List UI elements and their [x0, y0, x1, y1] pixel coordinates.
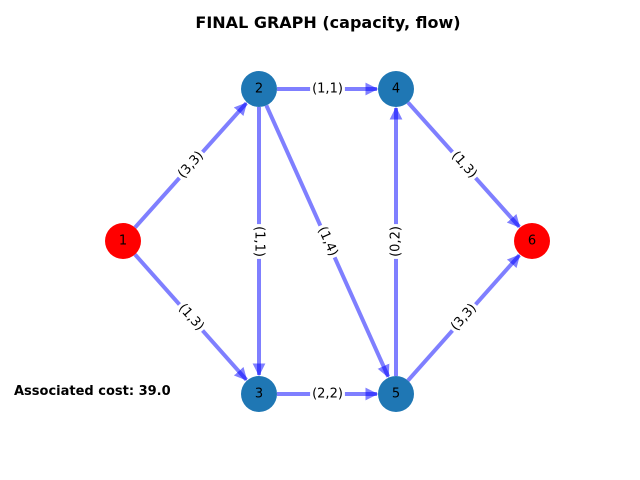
- edge-label-background: [173, 146, 209, 184]
- edge-label-group-2-3: (1,1): [250, 224, 268, 259]
- edge-label-2-3: (1,1): [252, 226, 267, 257]
- node-circle-5: [378, 376, 414, 412]
- edge-label-group-3-5: (2,2): [310, 385, 345, 403]
- graph-title: FINAL GRAPH (capacity, flow): [195, 13, 460, 32]
- node-4: 4: [378, 71, 414, 107]
- node-6: 6: [514, 223, 550, 259]
- node-circle-3: [241, 376, 277, 412]
- node-5: 5: [378, 376, 414, 412]
- edge-label-2-4: (1,1): [312, 82, 343, 97]
- node-circle-4: [378, 71, 414, 107]
- node-3: 3: [241, 376, 277, 412]
- edge-label-5-4: (0,2): [389, 226, 404, 257]
- edge-label-background: [312, 222, 343, 261]
- node-label-5: 5: [392, 387, 400, 402]
- edge-label-3-5: (2,2): [312, 387, 343, 402]
- edge-label-background: [446, 298, 482, 337]
- edge-label-group-2-5: (1,4): [312, 222, 343, 261]
- node-label-1: 1: [119, 234, 127, 249]
- node-circle-6: [514, 223, 550, 259]
- edge-label-group-5-4: (0,2): [387, 224, 405, 259]
- node-1: 1: [105, 223, 141, 259]
- node-label-3: 3: [255, 387, 263, 402]
- node-label-6: 6: [528, 234, 536, 249]
- edge-label-background: [446, 146, 482, 184]
- edge-label-background: [310, 80, 345, 98]
- edge-label-background: [173, 298, 209, 337]
- nodes-layer: 1 2 3 4 5 6: [105, 71, 550, 412]
- edge-labels-layer: (3,3)(1,3)(1,1)(1,1)(1,4)(2,2)(0,2)(1,3)…: [173, 80, 482, 403]
- node-label-2: 2: [255, 82, 263, 97]
- node-circle-1: [105, 223, 141, 259]
- node-2: 2: [241, 71, 277, 107]
- node-circle-2: [241, 71, 277, 107]
- edge-label-background: [387, 224, 405, 259]
- node-label-4: 4: [392, 82, 400, 97]
- edge-label-background: [310, 385, 345, 403]
- edge-label-group-2-4: (1,1): [310, 80, 345, 98]
- edge-label-background: [250, 224, 268, 259]
- associated-cost-text: Associated cost: 39.0: [14, 384, 171, 399]
